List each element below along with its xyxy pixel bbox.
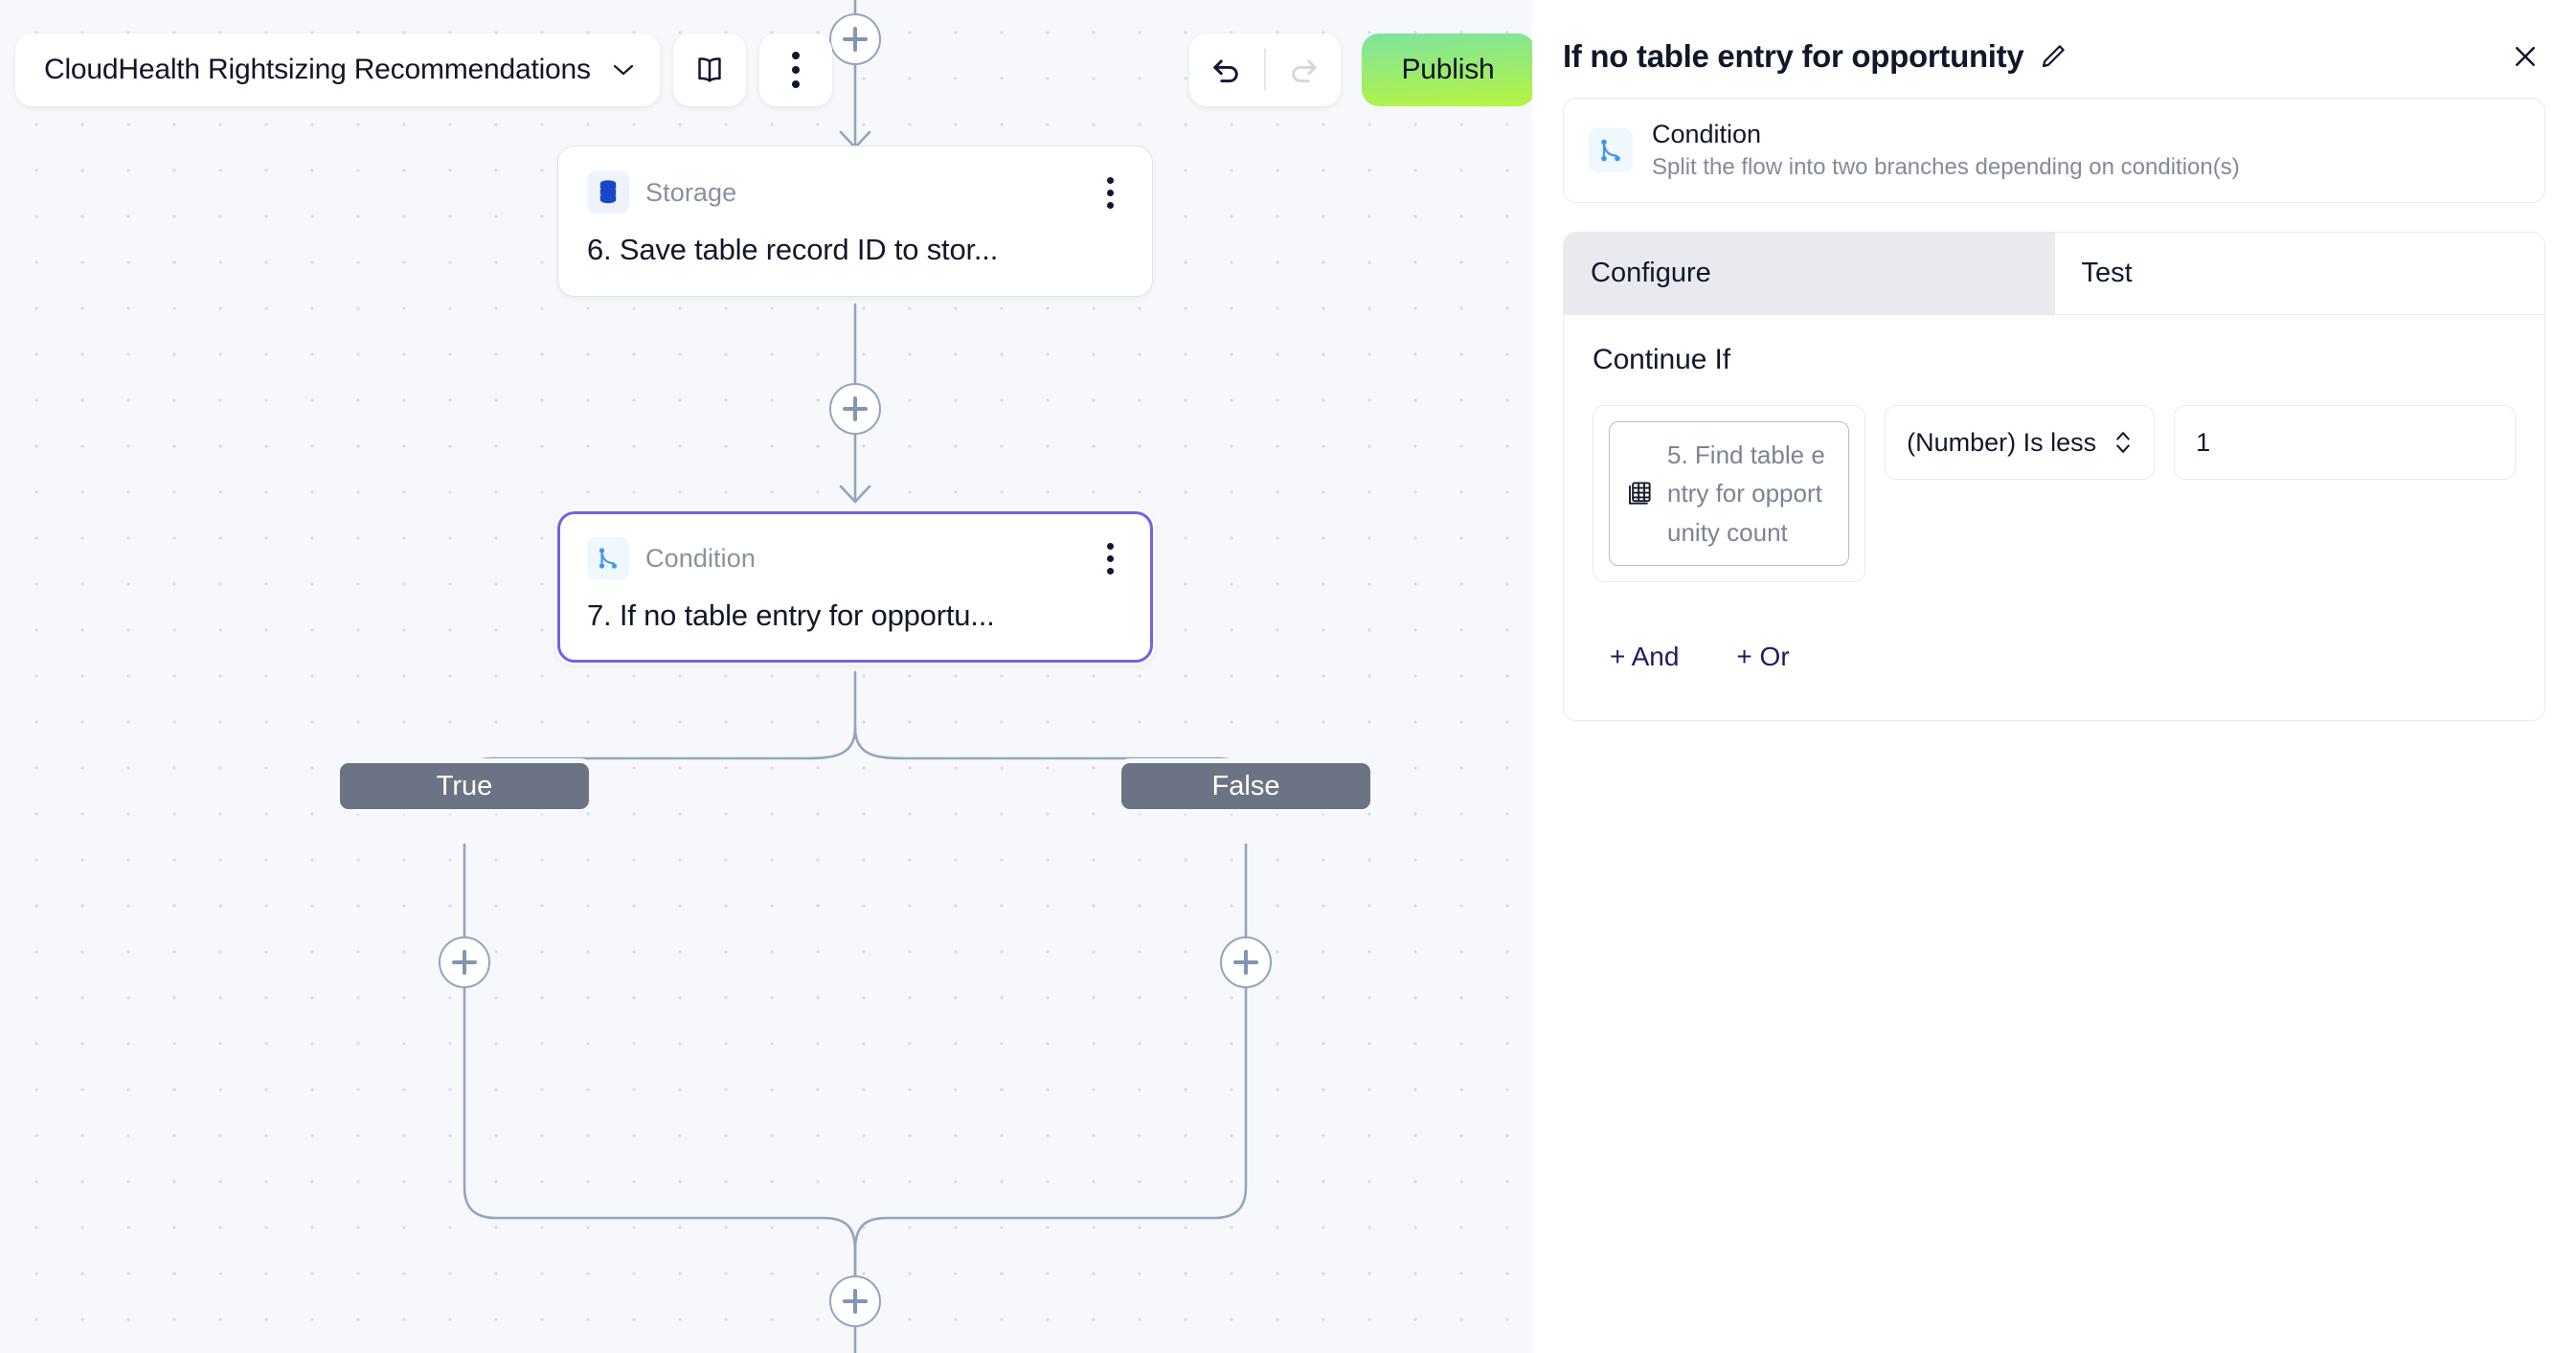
node-config-panel: If no table entry for opportunity [1532,0,2576,1353]
node-type-label: Condition [645,543,756,573]
variable-token-text: 5. Find table entry for opportunity coun… [1667,440,1825,547]
variable-token-chip[interactable]: 5. Find table entry for opportunity coun… [1609,421,1850,566]
branch-label-false[interactable]: False [1117,758,1375,814]
add-or-condition-button[interactable]: + Or [1730,638,1795,676]
add-step-merge-button[interactable] [829,1275,881,1327]
node-header: Storage [587,171,1123,214]
branch-label-true[interactable]: True [335,758,594,814]
logic-operator-buttons: + And + Or [1593,638,2516,676]
publish-button[interactable]: Publish [1361,34,1532,106]
pencil-icon[interactable] [2039,42,2068,71]
operator-value: (Number) Is less [1907,427,2097,457]
panel-header: If no table entry for opportunity [1549,0,2559,98]
node-title: 6. Save table record ID to stor... [587,233,999,266]
add-and-condition-button[interactable]: + And [1604,638,1684,676]
table-icon [1625,479,1654,507]
chevron-down-icon [612,62,635,78]
tab-configure[interactable]: Configure [1564,233,2055,314]
node-info-text: Condition Split the flow into two branch… [1652,120,2240,181]
node-info-name: Condition [1652,120,1762,148]
redo-button[interactable] [1266,34,1341,106]
branch-icon [587,537,629,579]
panel-title: If no table entry for opportunity [1563,38,2024,74]
kebab-menu-icon [791,52,800,88]
database-icon [587,171,629,214]
add-step-top-button[interactable] [829,13,881,65]
tab-test[interactable]: Test [2054,233,2544,314]
node-header: Condition [587,537,1123,579]
node-info-description: Split the flow into two branches dependi… [1652,154,2240,180]
condition-value-input[interactable] [2174,405,2516,480]
branch-label-text: False [1211,770,1280,801]
flow-name-selector[interactable]: CloudHealth Rightsizing Recommendations [15,34,660,106]
config-card: Configure Test Continue If [1563,232,2545,721]
chevron-updown-icon [2113,428,2133,457]
more-options-button[interactable] [758,34,832,106]
add-step-true-branch-button[interactable] [439,936,490,988]
panel-tabs: Configure Test [1564,233,2544,315]
undo-button[interactable] [1189,34,1264,106]
node-type-label: Storage [645,177,737,207]
node-kebab-menu-icon[interactable] [1097,173,1123,213]
continue-if-label: Continue If [1593,344,1730,375]
divider [1264,49,1266,91]
node-info-card: Condition Split the flow into two branch… [1563,98,2545,203]
canvas-toolbar: CloudHealth Rightsizing Recommendations [15,34,832,106]
node-title: 7. If no table entry for opportu... [587,598,995,632]
add-step-between-button[interactable] [829,383,881,435]
condition-row: 5. Find table entry for opportunity coun… [1593,405,2516,582]
undo-redo-group [1189,34,1341,106]
canvas-actions: Publish [1189,34,1532,106]
branch-label-text: True [436,770,493,801]
operator-select[interactable]: (Number) Is less [1885,405,2156,480]
branch-icon [1589,128,1633,172]
configure-panel-body: Continue If 5. Find table entry [1564,315,2544,720]
flow-node-condition[interactable]: Condition 7. If no table entry for oppor… [557,511,1153,663]
flow-canvas[interactable]: Storage 6. Save table record ID to stor.… [0,0,1532,1353]
documentation-button[interactable] [672,34,746,106]
close-icon[interactable] [2505,36,2545,77]
node-kebab-menu-icon[interactable] [1097,539,1123,578]
book-icon [693,54,726,86]
variable-token-wrapper[interactable]: 5. Find table entry for opportunity coun… [1593,405,1866,582]
flow-name-label: CloudHealth Rightsizing Recommendations [44,54,591,85]
add-step-false-branch-button[interactable] [1220,936,1272,988]
flow-node-storage[interactable]: Storage 6. Save table record ID to stor.… [557,146,1153,297]
